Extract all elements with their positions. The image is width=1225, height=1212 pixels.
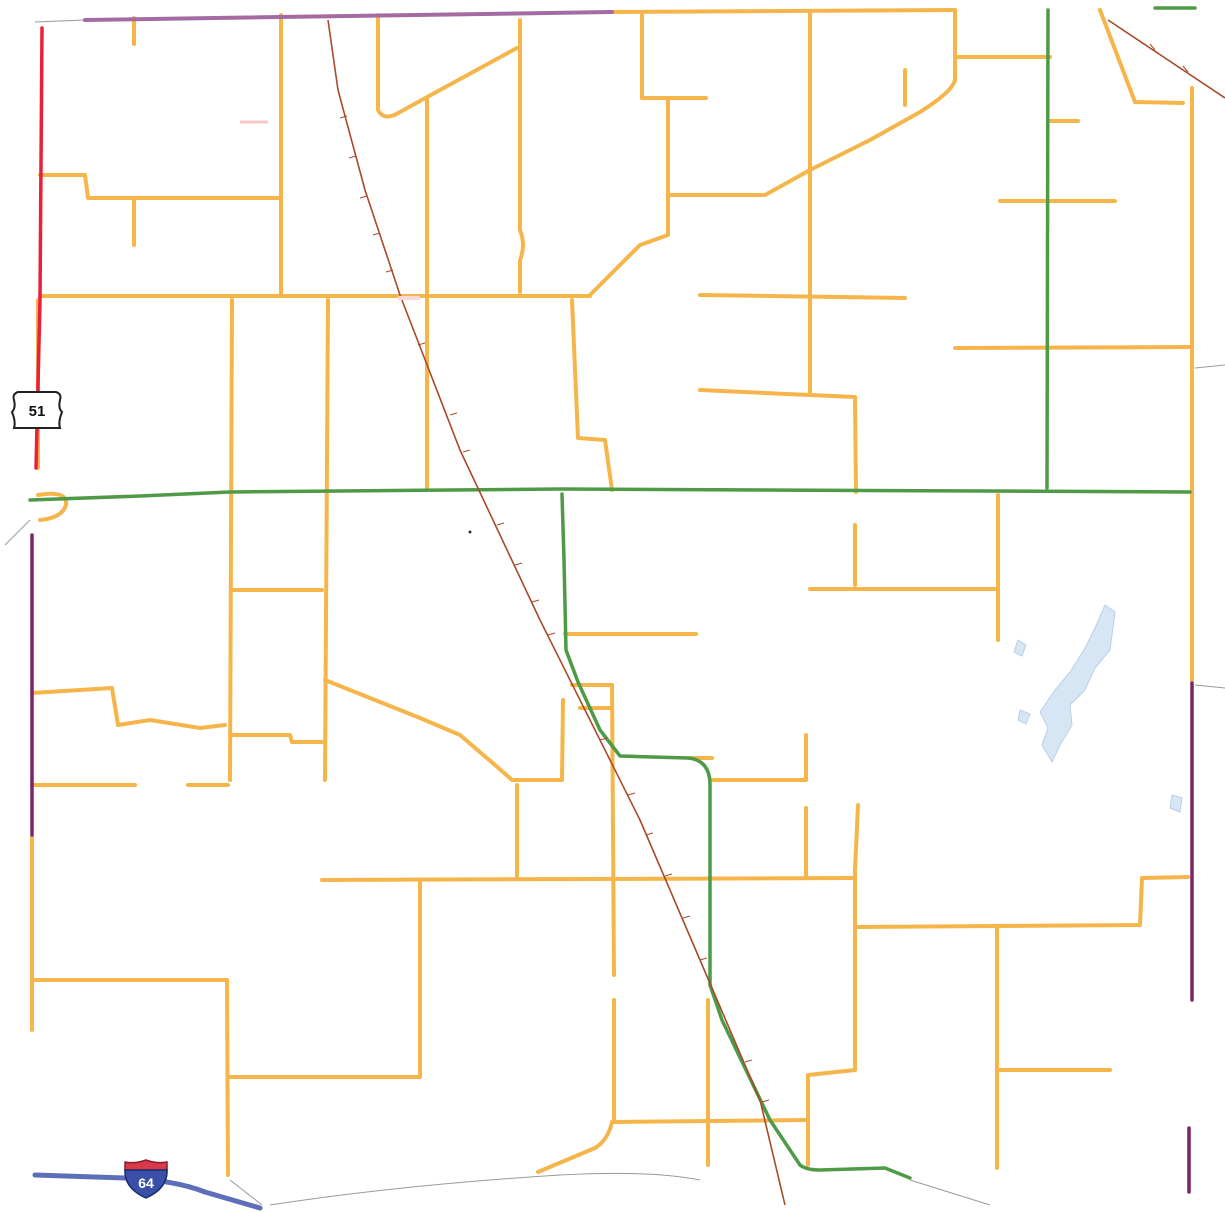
interstate-64-shield: 64 [124,1159,168,1199]
other-arterial-road [83,10,614,22]
us-highway-shield-icon [10,391,64,429]
railroads [327,19,1225,1206]
collector-roads [28,6,1197,1180]
us-51-label: 51 [29,403,46,420]
local-roads [30,8,1194,1177]
interstate-64-label: 64 [138,1175,154,1191]
interstate-shield-icon [124,1159,168,1199]
us-51-shield: 51 [10,391,64,429]
minor-arterial-roads [30,533,1194,1194]
background-lines [4,19,1225,1206]
minor-marks [240,120,472,534]
water-body [1013,604,1183,813]
